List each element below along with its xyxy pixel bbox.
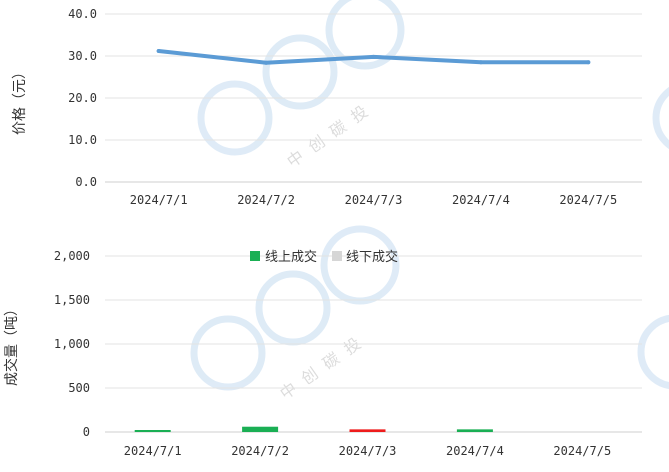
volume-bar <box>456 429 493 432</box>
volume-chart-gridlines <box>105 255 642 433</box>
price-chart-y-ticks: 0.0 10.0 20.0 30.0 40.0 <box>68 7 97 189</box>
y-tick-label: 30.0 <box>68 49 97 63</box>
x-tick-label: 2024/7/5 <box>559 193 617 207</box>
y-tick-label: 0 <box>83 425 90 439</box>
price-point <box>586 60 591 65</box>
x-tick-label: 2024/7/2 <box>237 193 295 207</box>
y-tick-label: 500 <box>68 381 90 395</box>
legend-swatch-offline <box>332 251 342 261</box>
legend-label-offline[interactable]: 线下成交 <box>346 249 398 265</box>
price-point <box>156 48 161 53</box>
x-tick-label: 2024/7/4 <box>452 193 510 207</box>
x-tick-label: 2024/7/3 <box>345 193 403 207</box>
price-chart-x-ticks: 2024/7/1 2024/7/2 2024/7/3 2024/7/4 2024/7/5 <box>130 193 617 207</box>
volume-bar <box>242 426 279 432</box>
y-tick-label: 1,000 <box>54 337 90 351</box>
y-tick-label: 1,500 <box>54 293 90 307</box>
x-tick-label: 2024/7/1 <box>124 444 182 458</box>
y-tick-label: 40.0 <box>68 7 97 21</box>
price-point <box>371 54 376 59</box>
price-axis-label: 价格（元） <box>12 65 28 135</box>
watermark-logo-top: 中创碳投 <box>197 0 669 171</box>
y-tick-label: 0.0 <box>75 175 97 189</box>
y-tick-label: 10.0 <box>68 133 97 147</box>
volume-chart-bars <box>134 426 493 432</box>
x-tick-label: 2024/7/2 <box>231 444 289 458</box>
volume-bar <box>349 429 386 432</box>
volume-axis-label: 成交量（吨） <box>3 302 20 386</box>
x-tick-label: 2024/7/3 <box>339 444 397 458</box>
volume-chart-legend[interactable]: 线上成交 线下成交 <box>250 249 398 265</box>
y-tick-label: 20.0 <box>68 91 97 105</box>
legend-swatch-online <box>250 251 260 261</box>
price-chart-series <box>156 48 591 65</box>
x-tick-label: 2024/7/5 <box>553 444 611 458</box>
y-tick-label: 2,000 <box>54 249 90 263</box>
legend-label-online[interactable]: 线上成交 <box>265 249 317 265</box>
price-point <box>478 60 483 65</box>
volume-chart-x-ticks: 2024/7/1 2024/7/2 2024/7/3 2024/7/4 2024/7/5 <box>124 444 611 458</box>
volume-chart-y-ticks: 0 500 1,000 1,500 2,000 <box>54 249 90 439</box>
price-chart-gridlines <box>105 13 642 183</box>
price-point <box>264 60 269 65</box>
x-tick-label: 2024/7/1 <box>130 193 188 207</box>
volume-bar <box>134 430 171 432</box>
x-tick-label: 2024/7/4 <box>446 444 504 458</box>
